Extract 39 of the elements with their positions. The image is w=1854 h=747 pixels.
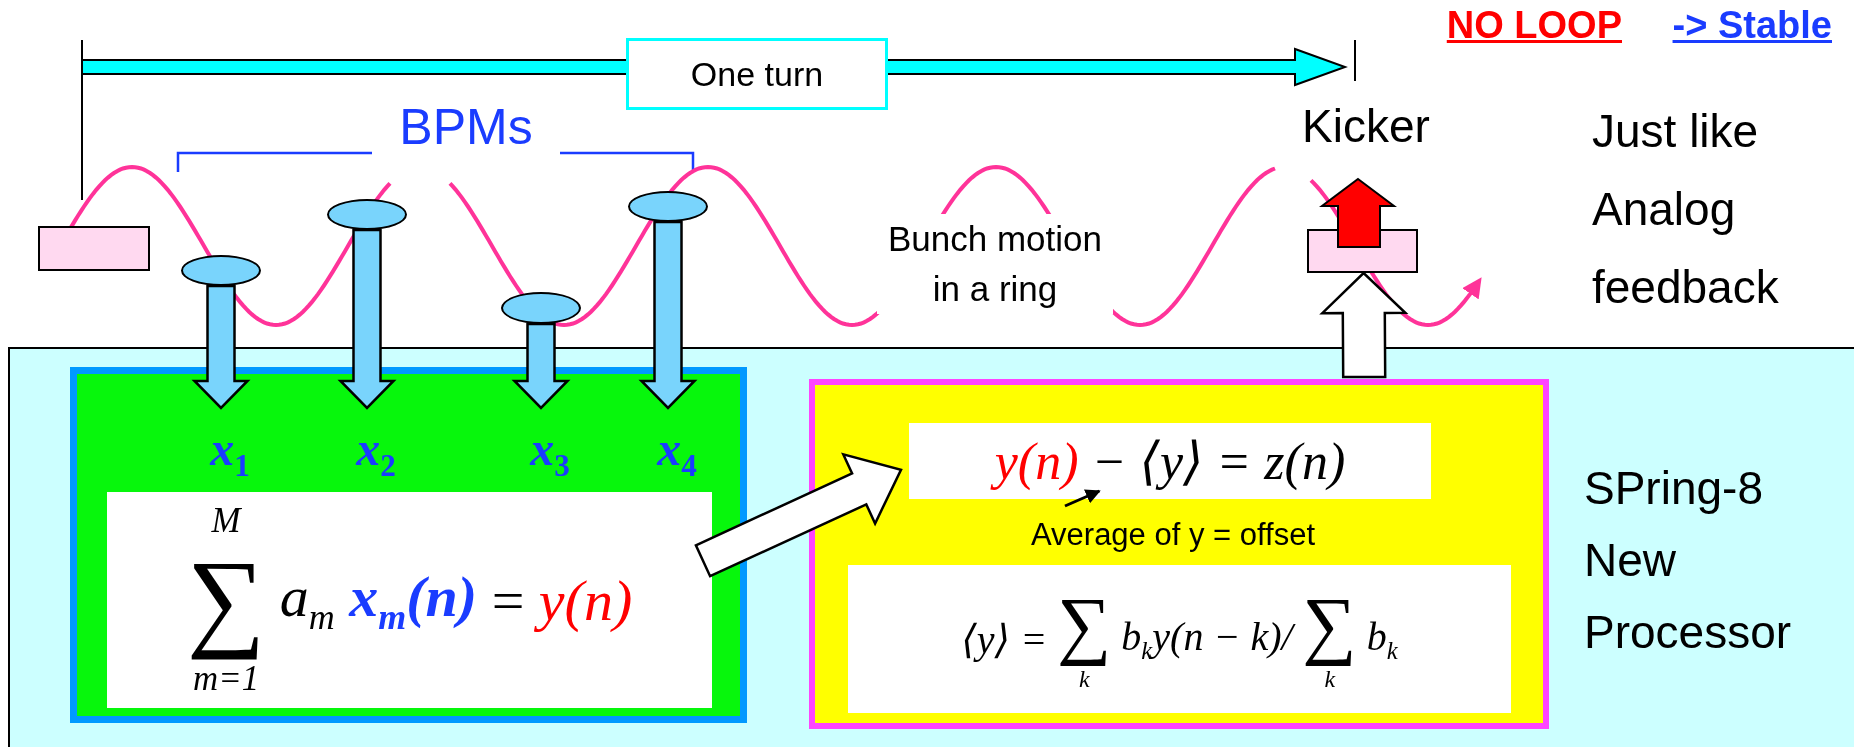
label-box [626, 38, 888, 110]
math-term: x$_{m}$(n) [349, 562, 478, 638]
beam-block [38, 226, 150, 271]
summation-panel [70, 367, 747, 723]
block-arrow [511, 322, 571, 410]
block-arrow [1319, 271, 1409, 379]
leader-line [1064, 489, 1101, 508]
math-term: b$_{k}$ [1366, 613, 1398, 665]
status-text: NO LOOP [1446, 4, 1622, 47]
summation-limit: M [211, 500, 241, 543]
status-text: -> Stable [1672, 4, 1832, 47]
variable-label: x$_{3}$ [510, 417, 590, 481]
box-label: One turn [690, 54, 824, 94]
processor-panel [8, 347, 1854, 747]
summation-sign: ∑ [1057, 584, 1112, 665]
math-term: a$_{m}$ [279, 562, 335, 638]
panel-title: SPring-8 New Processor [1584, 461, 1793, 660]
summation-limit: k [1324, 665, 1336, 694]
math-term: − ⟨y⟩ = z(n) [1091, 432, 1346, 491]
block-arrow [638, 220, 698, 410]
summation-sign: ∑ [186, 542, 266, 658]
math-term: = [491, 566, 525, 634]
math-term: ⟨y⟩ = [961, 615, 1048, 663]
block-arrow [337, 228, 397, 410]
formula-box [107, 492, 712, 708]
note-text: Average of y = offset [968, 514, 1378, 556]
summation-limit: k [1078, 665, 1090, 694]
formula-box [848, 565, 1511, 713]
caption-text: Bunch motion in a ring [877, 214, 1113, 314]
offset-panel [809, 379, 1549, 729]
formula-box [909, 423, 1431, 499]
block-arrow [694, 452, 903, 578]
block-arrow [191, 284, 251, 410]
variable-label: x$_{1}$ [190, 417, 270, 481]
note-text: Just like Analog feedback [1592, 104, 1780, 315]
variable-label: x$_{2}$ [336, 417, 416, 481]
variable-label: x$_{4}$ [637, 417, 717, 481]
pickup-ellipse [501, 292, 581, 324]
summation-sign: ∑ [1302, 584, 1357, 665]
